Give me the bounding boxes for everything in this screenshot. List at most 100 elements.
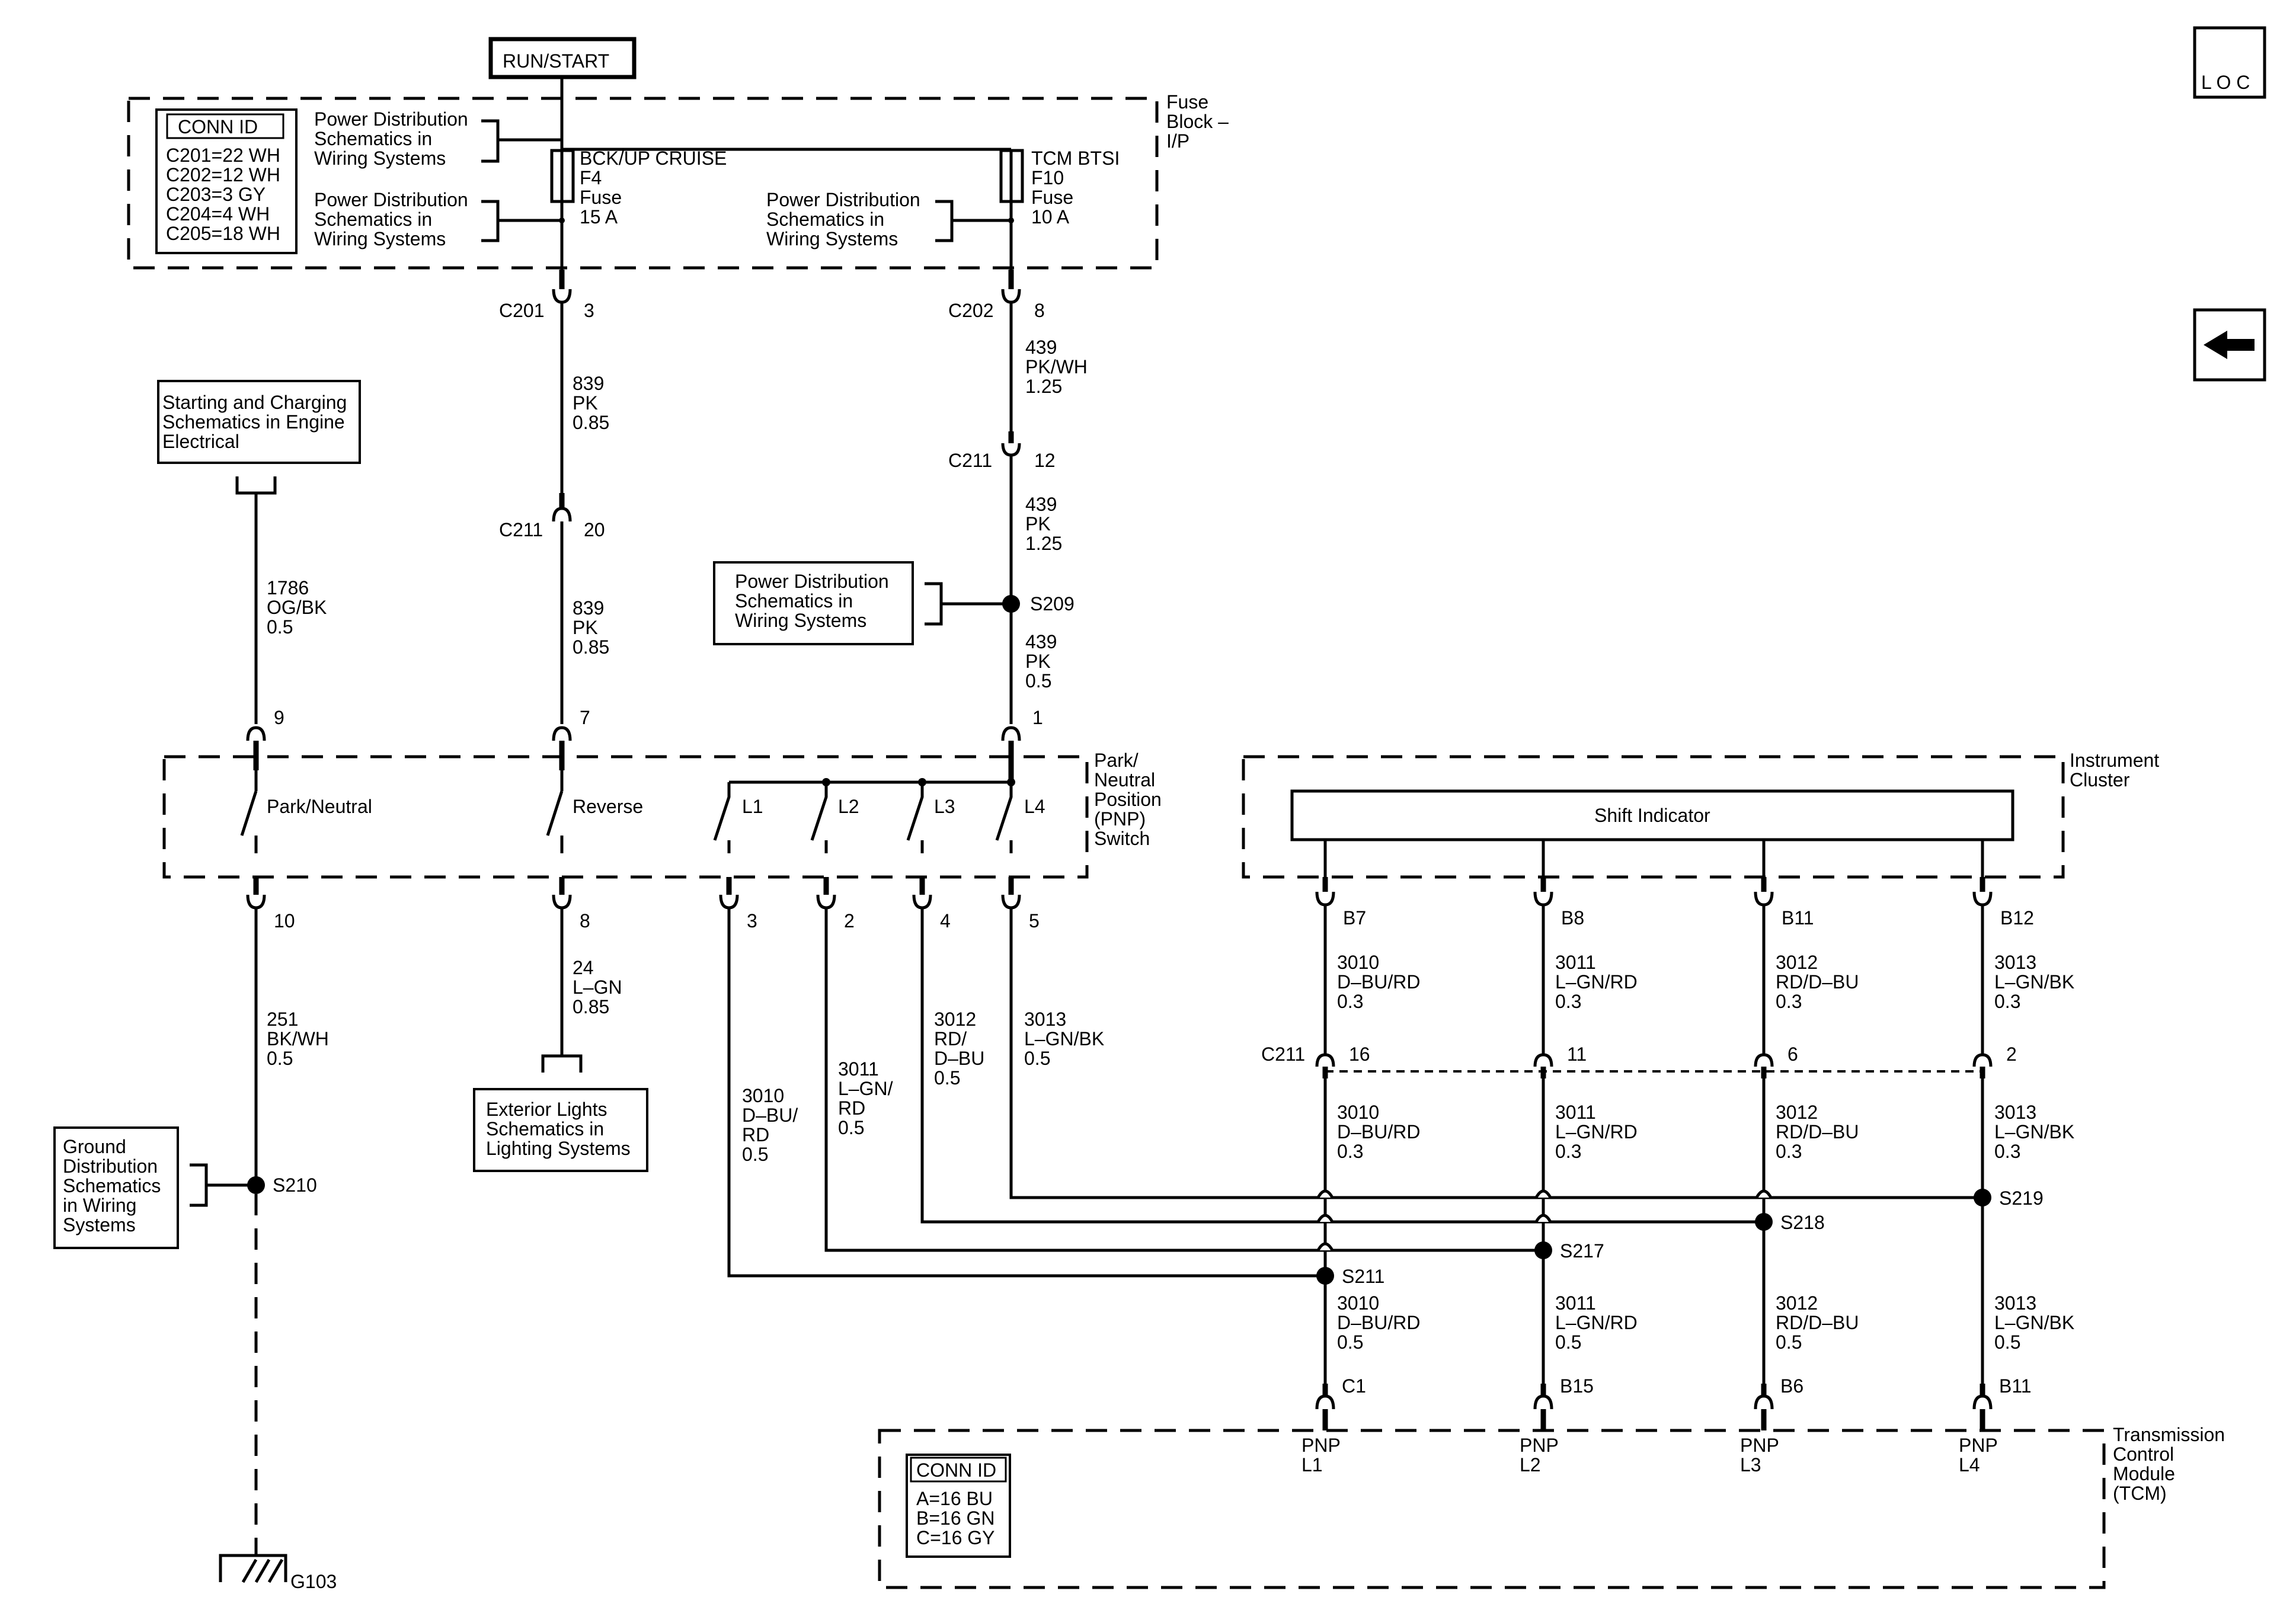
ic-wire-label: 0.3: [1994, 991, 2020, 1012]
starting-charging-ref[interactable]: Starting and Charging Schematics in Engi…: [157, 380, 361, 495]
instrument-cluster-label: Instrument Cluster: [2070, 750, 2159, 790]
ic-wire-label: 3011: [1555, 952, 1596, 973]
svg-text:Shift Indicator: Shift Indicator: [1594, 805, 1710, 826]
svg-text:Position: Position: [1094, 789, 1162, 810]
svg-text:D–BU: D–BU: [934, 1048, 984, 1069]
svg-text:0.5: 0.5: [742, 1144, 768, 1165]
conn-id-row: C=16 GY: [916, 1527, 995, 1548]
svg-text:Schematics: Schematics: [63, 1175, 161, 1196]
loc-button[interactable]: L O C: [2193, 26, 2266, 99]
svg-text:C211: C211: [948, 450, 992, 471]
c211-bus-pin: 11: [1567, 1044, 1587, 1065]
ic-wire-label: L–GN/RD: [1555, 971, 1638, 993]
shift-indicator: Shift Indicator: [1290, 789, 2014, 841]
svg-text:439: 439: [1025, 631, 1057, 652]
svg-text:Schematics in: Schematics in: [766, 209, 884, 230]
svg-text:Power Distribution: Power Distribution: [314, 189, 468, 210]
svg-text:Starting and Charging: Starting and Charging: [162, 392, 347, 413]
fuse-rating: 15 A: [580, 206, 618, 228]
fuse-block-boundary: [127, 97, 1159, 270]
svg-text:(TCM): (TCM): [2113, 1483, 2167, 1504]
wire-439-pkwh: 439 PK/WH 1.25: [1025, 337, 1088, 397]
ic-wire-label: 0.3: [1555, 991, 1581, 1012]
svg-text:3010: 3010: [742, 1085, 784, 1106]
svg-text:Park/: Park/: [1094, 750, 1139, 771]
switch-park-neutral: Park/Neutral: [240, 770, 372, 853]
power-distribution-ref-s209[interactable]: Power Distribution Schematics in Wiring …: [713, 561, 1011, 645]
conn-id-row: A=16 BU: [916, 1488, 993, 1509]
splice-s218: S218: [1755, 1212, 1825, 1233]
ic-wire-label: D–BU/RD: [1337, 1121, 1420, 1142]
tcm-input: L3: [1740, 1454, 1761, 1475]
svg-text:24: 24: [573, 957, 594, 978]
svg-text:3: 3: [584, 300, 594, 321]
fuse-type: Fuse: [1031, 187, 1073, 208]
svg-text:L1: L1: [742, 796, 763, 817]
svg-text:Ground: Ground: [63, 1136, 126, 1157]
power-distribution-ref[interactable]: Power Distribution Schematics in Wiring …: [314, 108, 562, 169]
tcm-input: PNP: [1740, 1435, 1779, 1456]
svg-text:G103: G103: [290, 1571, 337, 1592]
svg-text:0.5: 0.5: [267, 1048, 293, 1069]
ic-wire-label: 3013: [1994, 1102, 2036, 1123]
pnp-switch-boundary: [162, 755, 1089, 879]
svg-text:S210: S210: [273, 1174, 317, 1196]
svg-text:0.5: 0.5: [838, 1117, 864, 1138]
svg-text:Exterior Lights: Exterior Lights: [486, 1099, 607, 1120]
ic-wire-label: 3010: [1337, 1102, 1379, 1123]
svg-text:7: 7: [580, 707, 590, 728]
svg-text:PK/WH: PK/WH: [1025, 356, 1088, 377]
fuse-block-label-3: I/P: [1166, 130, 1189, 152]
fuse-f10: TCM BTSI F10 Fuse 10 A: [999, 148, 1120, 270]
svg-text:L–GN/BK: L–GN/BK: [1024, 1028, 1104, 1049]
svg-text:RD: RD: [742, 1124, 769, 1145]
svg-text:L–GN: L–GN: [573, 977, 622, 998]
svg-text:PK: PK: [1025, 513, 1051, 534]
power-distribution-ref[interactable]: Power Distribution Schematics in Wiring …: [766, 189, 1011, 249]
svg-text:OG/BK: OG/BK: [267, 597, 327, 618]
svg-text:0.5: 0.5: [934, 1067, 960, 1089]
ic-wire-label: 3012: [1776, 952, 1818, 973]
svg-text:(PNP): (PNP): [1094, 808, 1146, 830]
svg-text:S217: S217: [1560, 1240, 1604, 1262]
pnp-pin-9: 9: [246, 707, 284, 741]
ic-wire-label: 3011: [1555, 1292, 1596, 1314]
svg-text:Power Distribution: Power Distribution: [735, 571, 889, 592]
fuse-name: TCM BTSI: [1031, 148, 1120, 169]
wire-839-b: 839 PK 0.85: [573, 597, 609, 658]
fuse-block-label: Fuse: [1166, 91, 1208, 113]
conn-id-row: C204=4 WH: [166, 203, 270, 225]
svg-text:Schematics in: Schematics in: [735, 590, 853, 612]
conn-id-row: C205=18 WH: [166, 223, 280, 244]
ic-wire-label: 0.3: [1337, 1141, 1363, 1162]
connector-c202: C202 8: [948, 270, 1045, 321]
ic-wire-label: L–GN/BK: [1994, 1312, 2074, 1333]
svg-text:Instrument: Instrument: [2070, 750, 2159, 771]
ground-distribution-ref[interactable]: Ground Distribution Schematics in Wiring…: [53, 1126, 256, 1249]
fuse-type: Fuse: [580, 187, 622, 208]
fuse-block-conn-id: CONN ID C201=22 WH C202=12 WH C203=3 GY …: [155, 108, 298, 254]
ic-wire-label: RD/D–BU: [1776, 971, 1859, 993]
ic-wire-label: 0.3: [1994, 1141, 2020, 1162]
svg-text:3012: 3012: [934, 1009, 976, 1030]
svg-text:0.85: 0.85: [573, 412, 609, 433]
c211-bus-pin: 6: [1787, 1044, 1798, 1065]
back-button[interactable]: [2193, 308, 2266, 382]
svg-text:839: 839: [573, 597, 604, 619]
svg-text:L3: L3: [934, 796, 955, 817]
conn-id-title: CONN ID: [178, 116, 258, 137]
tcm-label: Transmission Control Module (TCM): [2113, 1424, 2225, 1504]
power-distribution-ref[interactable]: Power Distribution Schematics in Wiring …: [314, 189, 562, 249]
svg-text:Wiring Systems: Wiring Systems: [314, 228, 446, 249]
svg-text:20: 20: [584, 519, 605, 540]
ic-wire-label: L–GN/RD: [1555, 1312, 1638, 1333]
svg-text:439: 439: [1025, 494, 1057, 515]
exterior-lights-ref[interactable]: Exterior Lights Schematics in Lighting S…: [473, 1088, 648, 1172]
svg-text:1: 1: [1032, 707, 1043, 728]
svg-text:0.85: 0.85: [573, 636, 609, 658]
conn-id-row: B=16 GN: [916, 1507, 995, 1529]
svg-text:0.85: 0.85: [573, 996, 609, 1017]
svg-text:439: 439: [1025, 337, 1057, 358]
ic-pin: B8: [1561, 907, 1584, 929]
